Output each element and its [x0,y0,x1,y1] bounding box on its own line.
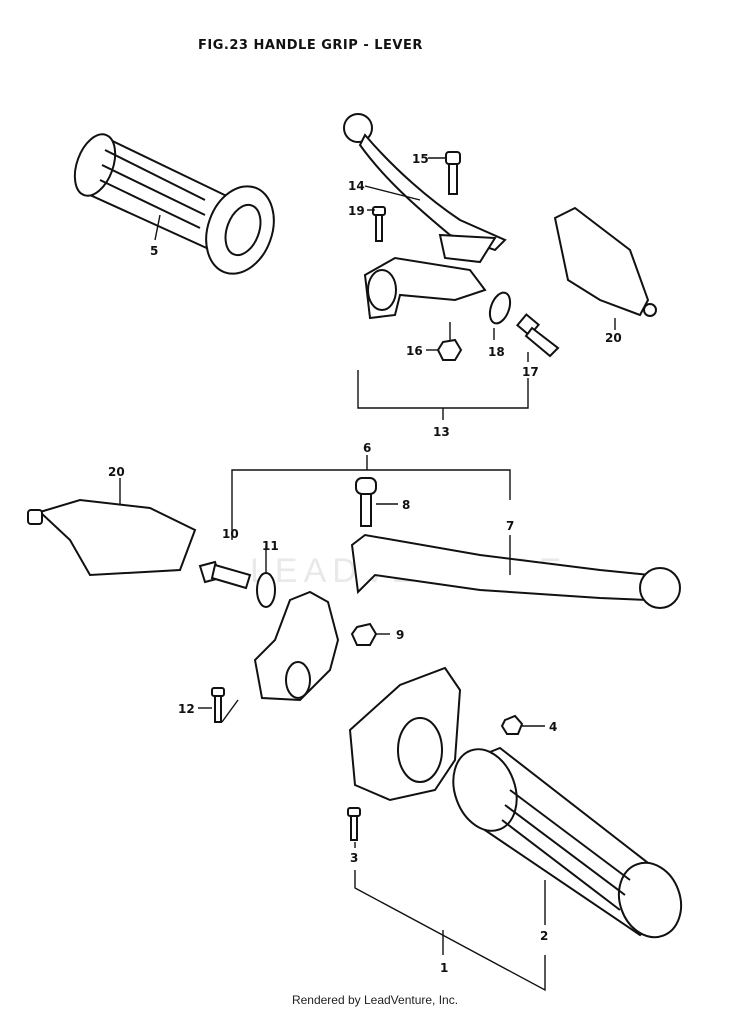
nut-9-part [350,622,378,646]
pivot-bolt-8-part [355,477,377,527]
nut-16-part [436,338,463,361]
callout-18: 18 [488,345,505,359]
brake-lever-part [350,533,681,609]
upper-lever-part [343,113,507,264]
throttle-housing-part [348,666,462,802]
callout-9: 9 [396,628,404,642]
callout-10: 10 [222,527,239,541]
callout-8: 8 [402,498,410,512]
callout-12: 12 [178,702,195,716]
callout-13: 13 [433,425,450,439]
callout-line-6-7 [231,469,511,540]
callout-5: 5 [150,244,158,258]
bolt-15-part [445,151,461,195]
callout-14: 14 [348,179,365,193]
screw-12-part [211,687,225,723]
callout-20-lower: 20 [108,465,125,479]
callout-11: 11 [262,539,279,553]
callout-17: 17 [522,365,539,379]
upper-bracket-part [363,256,487,320]
nut-4-part [500,714,524,735]
figure-title: FIG.23 HANDLE GRIP - LEVER [198,38,423,53]
lever-cover-upper-part [553,206,657,317]
callout-15: 15 [412,152,429,166]
screw-3-part [347,807,361,841]
callout-line-13 [357,370,529,409]
footer-credit: Rendered by LeadVenture, Inc. [291,993,459,1007]
callout-16: 16 [406,344,423,358]
callout-4: 4 [549,720,557,734]
screw-19-part [372,206,386,242]
washer-18-part [488,291,512,325]
callout-6-top: 6 [363,441,371,455]
callout-3: 3 [350,851,358,865]
lever-cover-lower-part [27,498,197,577]
bolt-10-part [198,560,252,590]
right-handle-grip-part [452,746,683,939]
callout-1: 1 [440,961,448,975]
callout-2: 2 [540,929,548,943]
lower-bracket-part [253,590,340,702]
callout-line-1 [354,870,546,992]
callout-7: 7 [506,519,514,533]
washer-11-part [256,572,276,608]
leader-lines [119,157,616,925]
callout-19: 19 [348,204,365,218]
bolt-17-part [515,313,560,358]
callout-20-upper: 20 [605,331,622,345]
left-handle-grip-part [73,133,275,275]
